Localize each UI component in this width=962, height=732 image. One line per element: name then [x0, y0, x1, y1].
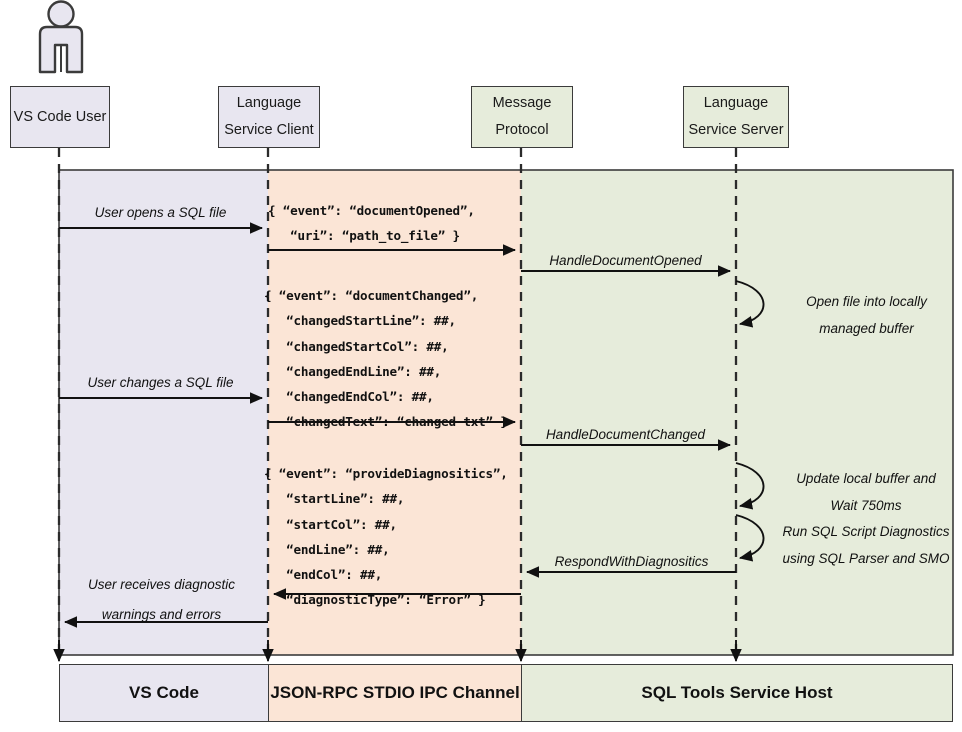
note-update-local-buffer-line2: Wait 750ms — [830, 498, 902, 513]
lifeline-header-language-service-server-line2: Service Server — [688, 122, 784, 138]
vs-code-user-actor-figure — [38, 0, 84, 74]
lifeline-header-vs-code-user[interactable]: VS Code User — [10, 86, 110, 148]
lifeline-header-message-protocol[interactable]: Message Protocol — [471, 86, 573, 148]
label-user-receives-diagnostics-line2: warnings and errors — [101, 607, 222, 623]
label-user-changes-sql-file: User changes a SQL file — [87, 375, 234, 390]
footer-sql-tools-service-host[interactable]: SQL Tools Service Host — [521, 664, 953, 722]
selfloop-run-sql-diagnostics — [735, 514, 765, 562]
footer-json-rpc-channel[interactable]: JSON-RPC STDIO IPC Channel — [268, 664, 522, 722]
note-open-file-into-buffer-line1: Open file into locally — [806, 294, 927, 309]
label-handle-document-changed: HandleDocumentChanged — [545, 427, 706, 442]
footer-vs-code-label: VS Code — [129, 683, 199, 702]
footer-json-rpc-channel-label: JSON-RPC STDIO IPC Channel — [270, 683, 520, 702]
lifeline-header-language-service-server[interactable]: Language Service Server — [683, 86, 789, 148]
selfloop-open-file-into-buffer — [735, 280, 765, 328]
note-run-sql-diagnostics-line1: Run SQL Script Diagnostics — [782, 524, 950, 539]
label-user-opens-sql-file: User opens a SQL file — [94, 205, 227, 220]
lifeline-header-language-service-server-line1: Language — [703, 95, 769, 112]
lifeline-header-language-service-client[interactable]: Language Service Client — [218, 86, 320, 148]
note-update-local-buffer: Update local buffer and Wait 750ms — [770, 465, 962, 519]
band-sql-tools-host — [521, 170, 953, 655]
lifeline-header-vs-code-user-line1: VS Code User — [13, 108, 107, 125]
label-user-receives-diagnostics-line1: User receives diagnostic — [87, 577, 236, 592]
note-open-file-into-buffer: Open file into locally managed buffer — [774, 288, 959, 342]
lifeline-header-language-service-client-line1: Language — [236, 95, 302, 112]
note-run-sql-diagnostics: Run SQL Script Diagnostics using SQL Par… — [770, 518, 962, 572]
label-handle-document-opened: HandleDocumentOpened — [549, 253, 702, 268]
json-payload-document-opened: { “event”: “documentOpened”, “uri”: “pat… — [268, 203, 475, 244]
note-run-sql-diagnostics-line2: using SQL Parser and SMO — [782, 551, 950, 566]
footer-sql-tools-service-host-label: SQL Tools Service Host — [641, 683, 833, 702]
selfloop-update-local-buffer — [735, 462, 765, 510]
json-payload-provide-diagnostics: { “event”: “provideDiagnositics”, “start… — [264, 466, 508, 608]
lifeline-header-message-protocol-line2: Protocol — [495, 122, 549, 138]
label-respond-with-diagnostics: RespondWithDiagnositics — [554, 554, 709, 569]
lifeline-header-message-protocol-line1: Message — [492, 95, 552, 112]
note-update-local-buffer-line1: Update local buffer and — [796, 471, 936, 486]
json-payload-document-changed: { “event”: “documentChanged”, “changedSt… — [264, 288, 508, 430]
note-open-file-into-buffer-line2: managed buffer — [819, 321, 914, 336]
label-user-receives-diagnostics: User receives diagnostic warnings and er… — [55, 570, 268, 631]
footer-vs-code[interactable]: VS Code — [59, 664, 269, 722]
lifeline-header-language-service-client-line2: Service Client — [224, 122, 314, 138]
